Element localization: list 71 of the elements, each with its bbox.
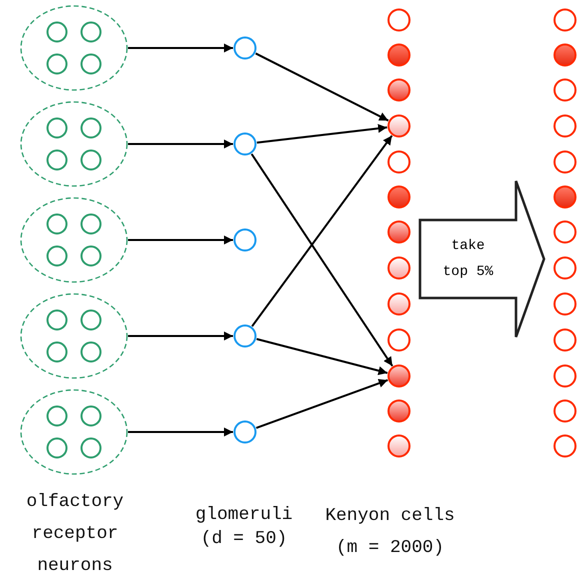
arrow xyxy=(128,236,233,244)
filled-circle xyxy=(387,364,411,388)
dashed-ellipse xyxy=(20,101,128,187)
circle xyxy=(553,8,577,32)
dashed-ellipse xyxy=(20,5,128,91)
arrow xyxy=(256,124,388,144)
arrow xyxy=(128,140,233,148)
arrow xyxy=(250,153,394,367)
circle xyxy=(46,405,68,427)
circle xyxy=(46,53,68,75)
circle xyxy=(553,256,577,280)
arrow xyxy=(128,44,233,52)
circle xyxy=(80,117,102,139)
circle xyxy=(80,309,102,331)
circle xyxy=(553,364,577,388)
filled-circle xyxy=(387,434,411,458)
circle xyxy=(387,328,411,352)
column-label: olfactory receptor neurons xyxy=(25,491,125,573)
circle xyxy=(387,8,411,32)
circle xyxy=(46,341,68,363)
arrow xyxy=(251,135,393,327)
circle xyxy=(80,21,102,43)
circle xyxy=(80,341,102,363)
circle xyxy=(46,309,68,331)
arrow xyxy=(255,52,389,122)
arrow-text: take top 5% xyxy=(442,237,494,282)
circle xyxy=(80,405,102,427)
column-label: Kenyon cells (m = 2000) xyxy=(324,505,456,560)
circle xyxy=(553,292,577,316)
filled-circle xyxy=(387,399,411,423)
circle xyxy=(233,36,257,60)
dashed-ellipse xyxy=(20,389,128,475)
arrow xyxy=(256,378,388,429)
filled-circle xyxy=(387,78,411,102)
dashed-ellipse xyxy=(20,293,128,379)
circle xyxy=(233,132,257,156)
arrow xyxy=(256,338,388,376)
column-label: glomeruli (d = 50) xyxy=(194,504,294,551)
circle xyxy=(233,228,257,252)
circle xyxy=(553,150,577,174)
circle xyxy=(553,114,577,138)
filled-circle xyxy=(387,256,411,280)
filled-circle xyxy=(553,185,577,209)
arrow xyxy=(128,332,233,340)
circle xyxy=(553,78,577,102)
circle xyxy=(46,213,68,235)
circle xyxy=(46,245,68,267)
filled-circle xyxy=(387,185,411,209)
circle xyxy=(80,213,102,235)
filled-circle xyxy=(387,292,411,316)
circle xyxy=(46,117,68,139)
circle xyxy=(553,434,577,458)
circle xyxy=(46,437,68,459)
circle xyxy=(80,149,102,171)
circle xyxy=(553,399,577,423)
circle xyxy=(233,420,257,444)
circle xyxy=(387,150,411,174)
arrow xyxy=(128,428,233,436)
filled-circle xyxy=(553,43,577,67)
dashed-ellipse xyxy=(20,197,128,283)
circle xyxy=(233,324,257,348)
filled-circle xyxy=(387,114,411,138)
circle xyxy=(80,437,102,459)
circle xyxy=(553,328,577,352)
filled-circle xyxy=(387,43,411,67)
circle xyxy=(553,220,577,244)
circle xyxy=(46,149,68,171)
circle xyxy=(80,245,102,267)
circle xyxy=(46,21,68,43)
circle xyxy=(80,53,102,75)
filled-circle xyxy=(387,220,411,244)
